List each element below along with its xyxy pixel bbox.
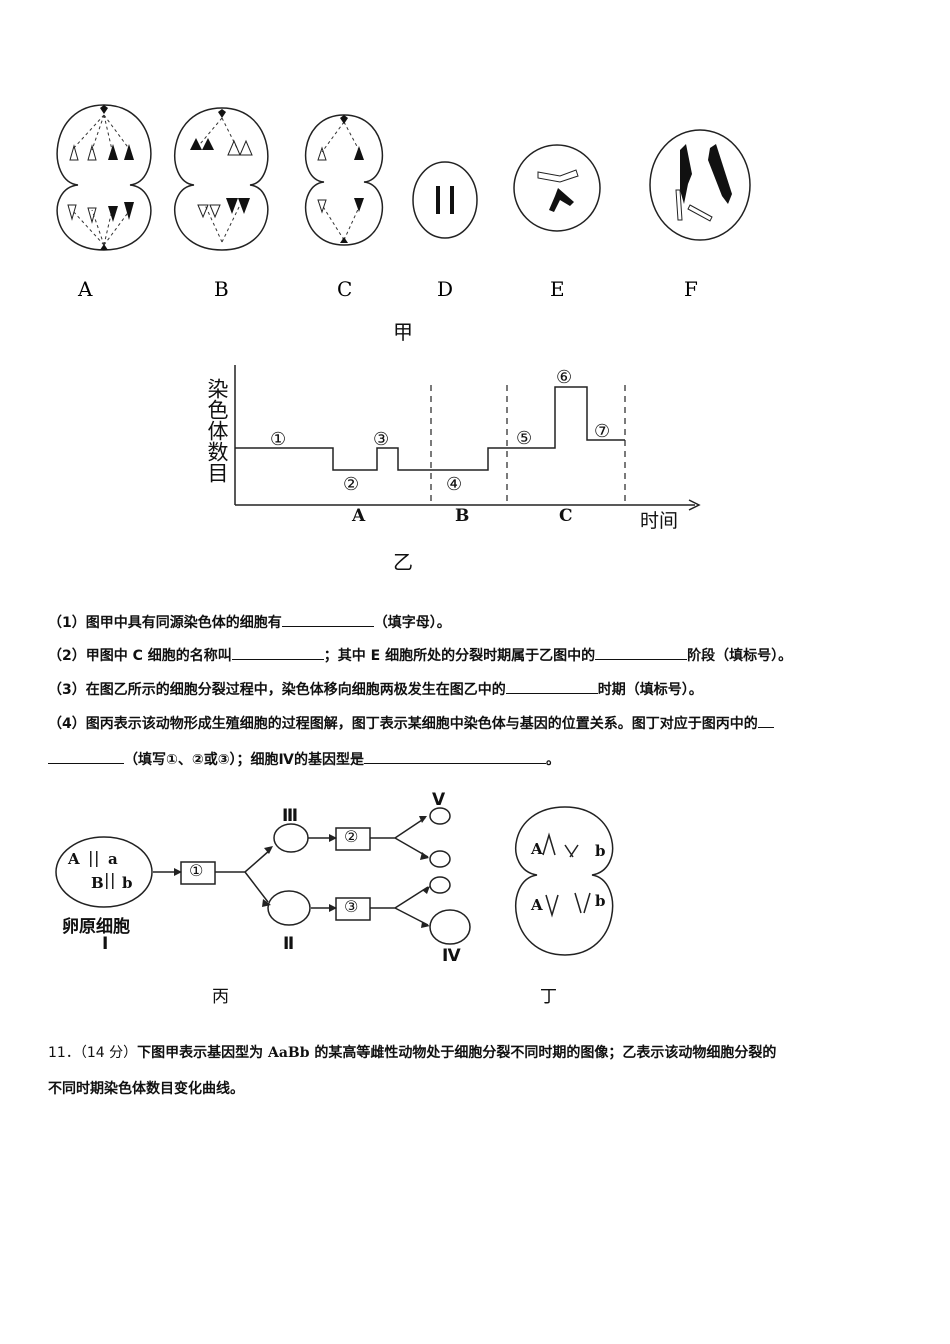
gene-b-lower: b	[122, 874, 133, 892]
gene-a-lower: a	[108, 850, 118, 868]
stage-marker-6: ⑥	[556, 367, 573, 388]
cell-b-outline	[174, 107, 269, 251]
figure-yi-caption: 乙	[393, 550, 413, 574]
step-box-3	[335, 897, 371, 921]
oogonium-cell	[55, 836, 153, 908]
question-2: （2）甲图中 C 细胞的名称叫；其中 E 细胞所处的分裂时期属于乙图中的阶段（填…	[48, 645, 792, 666]
cell-iv	[429, 909, 471, 945]
genotype: AaBb	[267, 1045, 310, 1061]
ding-gene-b-top: b	[595, 842, 606, 860]
cell-label-ii: Ⅱ	[283, 934, 295, 954]
figure-jia: A B C D E F	[56, 104, 751, 301]
problem-number: 11．（14 分）	[48, 1045, 138, 1061]
cell-a-outline	[56, 104, 152, 251]
answer-blank-4a-start[interactable]	[757, 713, 774, 728]
gene-a-upper: A	[68, 850, 80, 868]
cell-v	[429, 807, 451, 825]
step-box-2	[335, 827, 371, 851]
cell-label-a: A	[77, 277, 93, 301]
question-1: （1）图甲中具有同源染色体的细胞有（填字母）。	[48, 612, 451, 633]
y-axis-label: 染色体数目	[205, 378, 229, 483]
step-label-2: ②	[344, 827, 359, 846]
stage-marker-1: ①	[270, 429, 287, 450]
figure-bing-caption: 丙	[212, 987, 229, 1007]
stage-marker-2: ②	[343, 474, 360, 495]
phase-label-b: B	[455, 506, 470, 526]
cell-label-c: C	[337, 277, 352, 301]
answer-blank-3[interactable]	[505, 679, 598, 694]
problem-11-line2: 不同时期染色体数目变化曲线。	[48, 1081, 244, 1097]
stage-marker-7: ⑦	[594, 421, 611, 442]
answer-blank-4b[interactable]	[363, 749, 546, 764]
ding-gene-a-bottom: A	[531, 896, 543, 914]
question-3: （3）在图乙所示的细胞分裂过程中，染色体移向细胞两极发生在图乙中的时期（填标号）…	[48, 679, 703, 700]
figure-jia-caption: 甲	[393, 320, 413, 344]
answer-blank-2a[interactable]	[231, 645, 324, 660]
cell-ii	[267, 890, 311, 926]
answer-blank-4a[interactable]	[48, 749, 124, 764]
ding-gene-b-bottom: b	[595, 892, 606, 910]
cell-c-outline	[304, 114, 384, 246]
answer-blank-2b[interactable]	[595, 645, 688, 660]
cell-iii	[273, 823, 309, 853]
ding-gene-a-top: A	[531, 840, 543, 858]
answer-blank-1[interactable]	[281, 612, 374, 627]
phase-label-a: A	[352, 506, 366, 526]
question-4-line2: （填写①、②或③）；细胞Ⅳ的基因型是。	[48, 749, 560, 770]
stage-marker-3: ③	[373, 429, 390, 450]
step-box-1	[180, 861, 216, 885]
cell-label-iii: Ⅲ	[282, 806, 299, 826]
oogonium-label: 卵原细胞	[62, 917, 130, 937]
step-label-3: ③	[344, 897, 359, 916]
cell-d-outline	[412, 161, 478, 239]
gene-b-upper: B	[91, 874, 104, 892]
question-4-line1: （4）图丙表示该动物形成生殖细胞的过程图解，图丁表示某细胞中染色体与基因的位置关…	[48, 713, 774, 734]
cell-label-v: Ⅴ	[432, 790, 446, 810]
figure-bing	[55, 806, 614, 956]
step-label-1: ①	[189, 861, 204, 880]
stage-marker-5: ⑤	[516, 428, 533, 449]
cell-label-e: E	[550, 277, 565, 301]
cell-label-d: D	[437, 277, 453, 301]
cell-label-iv: Ⅳ	[442, 946, 461, 966]
cell-f-outline	[649, 129, 751, 241]
cell-label-f: F	[684, 277, 698, 301]
cell-label-b: B	[214, 277, 229, 301]
x-axis-arrow	[688, 499, 701, 511]
problem-11-line1: 11．（14 分）下图甲表示基因型为 AaBb 的某高等雌性动物处于细胞分裂不同…	[48, 1045, 777, 1061]
x-axis-label: 时间	[640, 510, 679, 532]
figure-yi	[234, 365, 701, 511]
ding-cell-outline	[515, 806, 614, 956]
chromosome-curve	[235, 386, 625, 471]
phase-label-c: C	[559, 506, 573, 526]
cell-label-i: Ⅰ	[102, 934, 109, 954]
stage-marker-4: ④	[446, 474, 463, 495]
figure-ding-caption: 丁	[540, 987, 557, 1007]
cell-e-outline	[513, 144, 601, 232]
